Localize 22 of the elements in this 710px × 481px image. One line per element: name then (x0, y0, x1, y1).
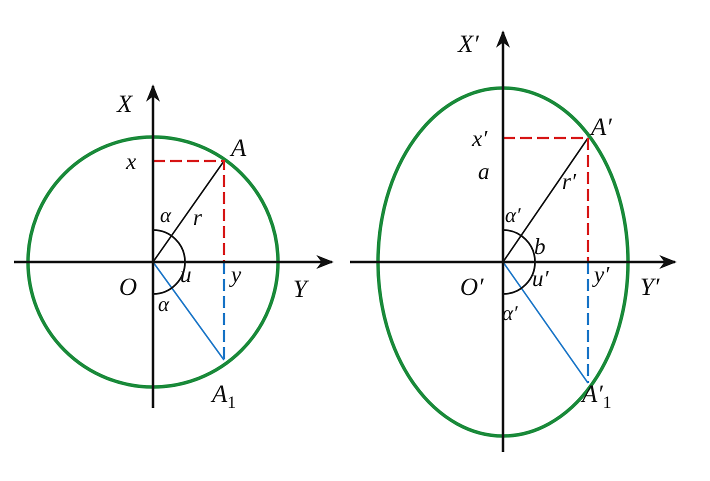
math-label: A′ (591, 115, 612, 140)
math-label: A′$_{1}$ (582, 382, 612, 412)
math-label: A$_{1}$ (212, 382, 236, 412)
math-label: A (231, 136, 246, 161)
math-label: α (158, 294, 170, 315)
math-label: Y′ (640, 275, 660, 300)
math-label: x (126, 150, 136, 173)
math-label: x′ (472, 127, 488, 150)
math-label: y′ (594, 263, 610, 286)
math-label: α′ (505, 205, 521, 226)
math-label: y (231, 263, 242, 286)
math-label: b (534, 235, 546, 258)
math-label: X (117, 92, 132, 117)
math-label: Y (293, 277, 307, 302)
math-label: r (193, 206, 202, 229)
math-label: a (478, 160, 490, 183)
math-label: α (160, 205, 172, 226)
math-label: O (119, 275, 138, 300)
math-label: X′ (458, 32, 479, 57)
math-label: r′ (562, 170, 576, 193)
math-label: u′ (532, 267, 549, 290)
math-label: O′ (460, 275, 484, 300)
